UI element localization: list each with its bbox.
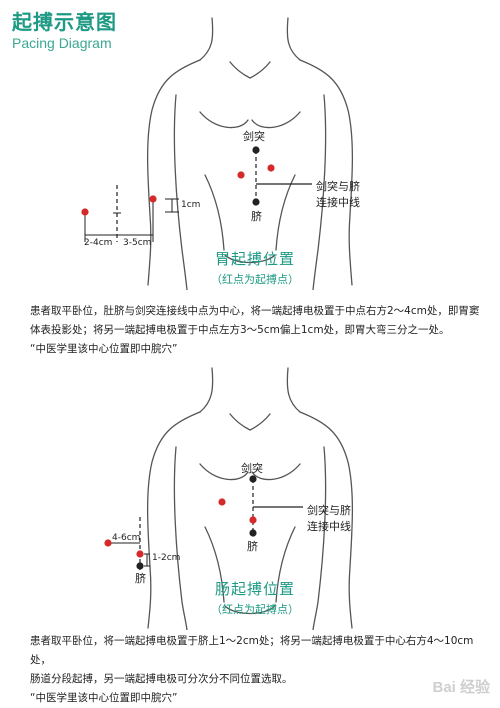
dist-horizontal-label: 4-6cm [112, 533, 141, 543]
schematic-point-side [104, 539, 112, 547]
midline-label-1: 剑突与脐 [307, 504, 351, 517]
gastric-description-line: 体表投影处；将另一端起搏电极置于中点左方3～5cm偏上1cm处，即胃大弯三分之一… [30, 324, 450, 336]
intestinal-description: 患者取平卧位，将一端起搏电极置于脐上1～2cm处；将另一端起搏电极置于中心右方4… [30, 632, 485, 708]
gastric-caption-sub: （红点为起搏点） [211, 273, 299, 286]
xiphoid-label: 剑突 [241, 462, 263, 475]
midline-label-2: 连接中线 [316, 196, 360, 209]
gastric-description: 患者取平卧位，肚脐与剑突连接线中点为中心，将一端起搏电极置于中点右方2～4cm处… [30, 302, 485, 359]
schematic-point-upper [136, 550, 144, 558]
schematic-point-left [81, 208, 89, 216]
dist-left-label: 2-4cm [84, 238, 113, 248]
xiphoid-label: 剑突 [243, 130, 265, 143]
page-subtitle: Pacing Diagram [12, 35, 112, 51]
intestinal-description-line: 肠道分段起搏，另一端起搏电极可分次分不同位置选取。 [30, 673, 293, 685]
pacing-point-left [237, 171, 245, 179]
gastric-caption-main: 胃起搏位置 [214, 250, 295, 268]
midline-label-2: 连接中线 [307, 520, 351, 533]
pacing-point-right [267, 164, 275, 172]
navel-point [249, 529, 257, 537]
intestinal-caption-main: 肠起搏位置 [214, 580, 295, 598]
gastric-description-line: “中医学里该中心位置即中脘穴” [30, 343, 178, 355]
dist-vertical-label: 1cm [181, 200, 201, 210]
intestinal-description-line: 患者取平卧位，将一端起搏电极置于脐上1～2cm处；将另一端起搏电极置于中心右方4… [30, 635, 474, 666]
gastric-torso-figure [81, 17, 354, 290]
schematic-point-right [149, 195, 157, 203]
pacing-point-upper-navel [249, 516, 257, 524]
torso-outline [146, 367, 354, 630]
dist-vertical-label: 1-2cm [152, 553, 181, 563]
pacing-point-side [218, 498, 226, 506]
xiphoid-point [249, 475, 257, 483]
intestinal-caption: 肠起搏位置 （红点为起搏点） [190, 578, 320, 617]
gastric-caption: 胃起搏位置 （红点为起搏点） [190, 248, 320, 287]
intestinal-torso-figure [104, 367, 354, 630]
intestinal-description-line: “中医学里该中心位置即中脘穴” [30, 692, 178, 704]
intestinal-caption-sub: （红点为起搏点） [211, 603, 299, 616]
navel-label: 脐 [251, 210, 262, 223]
navel-point [252, 198, 260, 206]
gastric-description-line: 患者取平卧位，肚脐与剑突连接线中点为中心，将一端起搏电极置于中点右方2～4cm处… [30, 305, 480, 317]
navel-label: 脐 [247, 540, 258, 553]
midline-label-1: 剑突与脐 [316, 180, 360, 193]
page-title: 起搏示意图 [12, 10, 117, 34]
xiphoid-point [252, 146, 260, 154]
torso-outline [146, 17, 354, 290]
navel-small-label: 脐 [135, 572, 146, 585]
dist-right-label: 3-5cm [123, 238, 152, 248]
schematic-navel-point [136, 562, 144, 570]
watermark-logo: Bai 经验 [432, 679, 490, 696]
